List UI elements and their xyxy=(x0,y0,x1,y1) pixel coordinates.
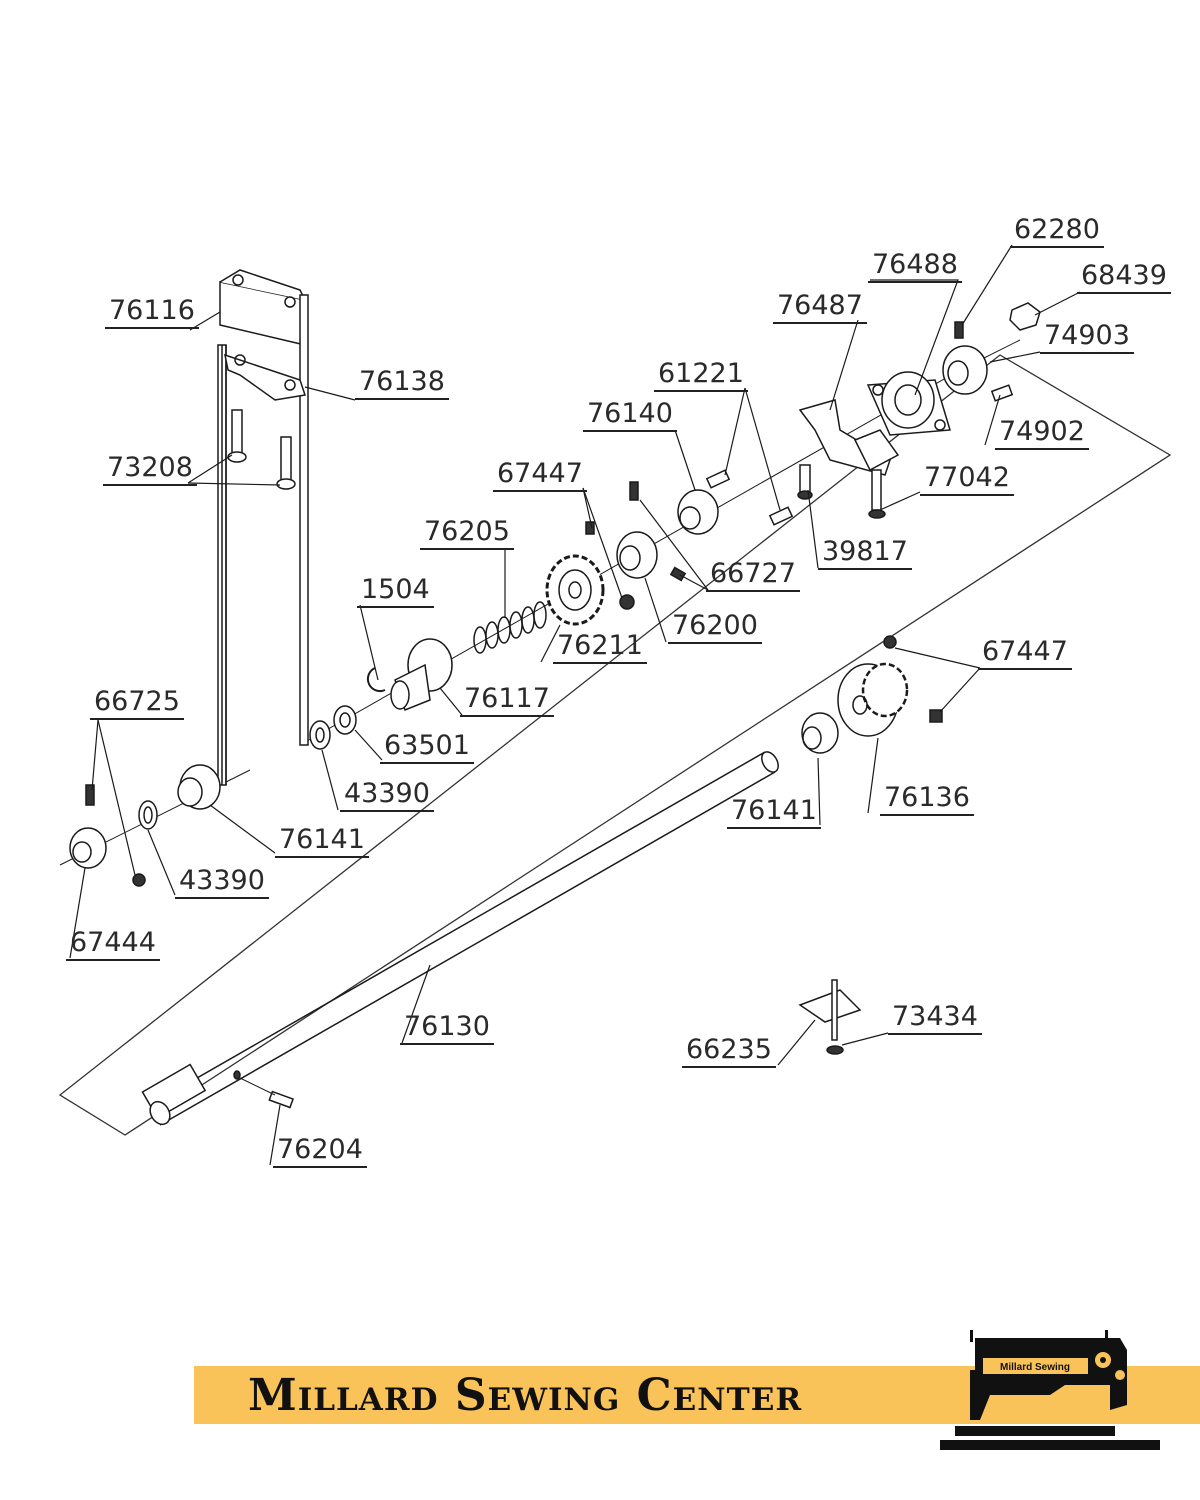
washer-43390-mid xyxy=(309,720,331,750)
bracket-76116 xyxy=(217,269,309,786)
part-label-67447-right[interactable]: 67447 xyxy=(978,638,1072,670)
part-label-43390-left[interactable]: 43390 xyxy=(175,867,269,899)
sewing-machine-logo: Millard Sewing xyxy=(940,1330,1160,1450)
part-label-73208[interactable]: 73208 xyxy=(103,454,197,486)
part-label-76141-left[interactable]: 76141 xyxy=(275,826,369,858)
part-label-66727[interactable]: 66727 xyxy=(706,560,800,592)
part-label-76116[interactable]: 76116 xyxy=(105,297,199,329)
screws-61221 xyxy=(705,469,794,526)
key-74902 xyxy=(990,384,1014,402)
shaft-76130 xyxy=(141,751,779,1126)
part-label-76141-right[interactable]: 76141 xyxy=(727,797,821,829)
part-label-73434[interactable]: 73434 xyxy=(888,1003,982,1035)
part-label-76211[interactable]: 76211 xyxy=(553,632,647,664)
part-label-68439[interactable]: 68439 xyxy=(1077,262,1171,294)
plate-66235 xyxy=(798,979,862,1055)
footer-title: Millard Sewing Center xyxy=(248,1370,803,1421)
gear-76136 xyxy=(837,635,943,737)
part-label-77042[interactable]: 77042 xyxy=(920,464,1014,496)
part-label-66235[interactable]: 66235 xyxy=(682,1036,776,1068)
part-label-76117[interactable]: 76117 xyxy=(460,685,554,717)
part-label-74903[interactable]: 74903 xyxy=(1040,322,1134,354)
collar-76200 xyxy=(616,481,687,582)
bushing-76141-left xyxy=(177,764,221,810)
part-label-74902[interactable]: 74902 xyxy=(995,418,1089,450)
part-label-76130[interactable]: 76130 xyxy=(400,1013,494,1045)
part-label-63501[interactable]: 63501 xyxy=(380,732,474,764)
assembly-boundary xyxy=(58,354,1172,1136)
part-label-61221[interactable]: 61221 xyxy=(654,360,748,392)
part-label-67444[interactable]: 67444 xyxy=(66,929,160,961)
collar-67444 xyxy=(69,784,146,887)
part-label-39817[interactable]: 39817 xyxy=(818,538,912,570)
bearing-74903 xyxy=(942,321,988,395)
holder-76488 xyxy=(866,371,951,436)
bracket-plate-76138 xyxy=(224,353,306,401)
washer-63501 xyxy=(333,705,357,735)
plate-77042 xyxy=(853,429,900,519)
part-label-76200[interactable]: 76200 xyxy=(668,612,762,644)
gear-76211 xyxy=(545,521,635,626)
part-label-76136[interactable]: 76136 xyxy=(880,784,974,816)
part-label-76205[interactable]: 76205 xyxy=(420,518,514,550)
part-label-76138[interactable]: 76138 xyxy=(355,368,449,400)
nut-68439 xyxy=(1009,302,1041,331)
sleeve-76117 xyxy=(390,638,453,711)
leader-lines xyxy=(69,244,1081,1166)
e-ring-1504 xyxy=(366,667,386,693)
screws-73208 xyxy=(227,409,296,490)
part-label-67447-top[interactable]: 67447 xyxy=(493,460,587,492)
cam-76140 xyxy=(677,489,719,535)
logo-text: Millard Sewing xyxy=(1000,1362,1070,1373)
spring-76205 xyxy=(473,601,547,654)
part-label-1504[interactable]: 1504 xyxy=(357,576,434,608)
part-label-76487[interactable]: 76487 xyxy=(773,292,867,324)
part-label-62280[interactable]: 62280 xyxy=(1010,216,1104,248)
pin-76204 xyxy=(239,1077,295,1109)
part-label-43390-mid[interactable]: 43390 xyxy=(340,780,434,812)
part-label-66725[interactable]: 66725 xyxy=(90,688,184,720)
bushing-76141-right xyxy=(801,712,839,754)
part-label-76204[interactable]: 76204 xyxy=(273,1136,367,1168)
part-label-76488[interactable]: 76488 xyxy=(868,251,962,283)
washer-43390-left xyxy=(138,800,158,830)
part-label-76140[interactable]: 76140 xyxy=(583,400,677,432)
